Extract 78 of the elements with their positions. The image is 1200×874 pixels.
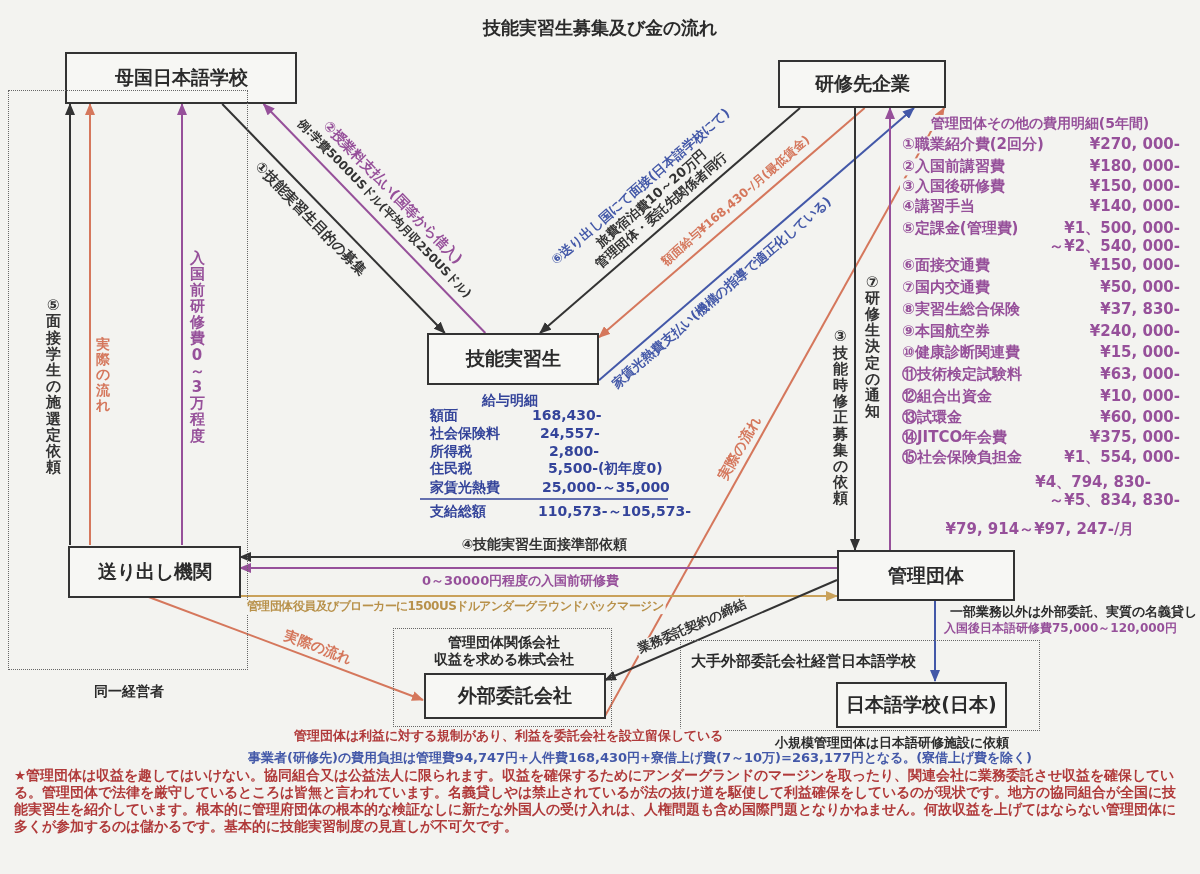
entity-box [424, 673, 606, 719]
cost-amount: ¥37, 830- [1098, 301, 1182, 319]
cost-amount: ¥150, 000- [1087, 178, 1182, 196]
cost-amount: ¥1、500, 000- [1062, 220, 1182, 238]
cost-amount: ¥240, 000- [1087, 323, 1182, 341]
cost-amount: ¥1、554, 000- [1062, 449, 1182, 467]
cost-item: ⑪技術検定試験料 [900, 366, 1024, 384]
payslip-amount: 5,500-(初年度0) [546, 459, 665, 477]
box-label: 送り出し機関 [97, 559, 212, 584]
arrow [65, 103, 75, 546]
payslip-item: 住民税 [428, 459, 474, 477]
arrow [262, 103, 487, 334]
payslip-item: 額面 [428, 406, 460, 424]
cost-item: ⑮社会保険負担金 [900, 449, 1024, 467]
entity-box [68, 546, 241, 598]
cost-amount: ¥180, 000- [1087, 158, 1182, 176]
edge-label: ④技能実習生面接準部依頼 [459, 535, 630, 553]
entity-box [65, 52, 297, 104]
cost-item: ④講習手当 [900, 198, 977, 216]
arrow [598, 107, 915, 382]
edge-label: 管理団体役員及びブローカーに1500USドルアンダーグラウンドバックマージン [244, 600, 666, 614]
cost-amount: ¥60, 000- [1098, 409, 1182, 427]
arrow [177, 103, 187, 546]
cost-item: ⑤定課金(管理費) [900, 220, 1021, 238]
cost-item: ⑬試環金 [900, 409, 964, 427]
payslip-item: 家賃光熱費 [428, 478, 502, 496]
dotted-frame [393, 628, 612, 727]
payslip-item: 所得税 [428, 442, 474, 460]
box-label: 管理団体 [888, 562, 964, 588]
payslip-item: 社会保険料 [428, 424, 502, 442]
cost-amount: ¥15, 000- [1098, 344, 1182, 362]
entity-box [837, 550, 1015, 601]
group-heading: 収益を求める株式会社 [433, 651, 574, 668]
cost-total: ¥4、794, 830- [1033, 474, 1153, 492]
cost-amount: ¥150, 000- [1087, 257, 1182, 275]
group-heading: 管理団体関係会社 [447, 634, 560, 651]
cost-amount: ¥63, 000- [1098, 366, 1182, 384]
side-note: 一部業務以外は外部委託、実質の名義貸し [950, 605, 1197, 620]
cost-item: ③入国後研修費 [900, 178, 1007, 196]
cost-item: ②入国前講習費 [900, 158, 1007, 176]
arrow [930, 600, 940, 682]
edge-label: 入国後日本語研修費75,000～120,000円 [942, 622, 1179, 636]
arrow [598, 107, 866, 339]
cost-item: ⑥面接交通費 [900, 257, 992, 275]
arrow [85, 103, 95, 546]
cost-item: ⑭JITCO年会費 [900, 429, 1010, 447]
dotted-frame [680, 640, 1040, 731]
cost-amount: ¥270, 000- [1087, 136, 1182, 154]
box-label: 外部委託会社 [458, 683, 572, 708]
cost-item: ⑨本国航空券 [900, 323, 992, 341]
cost-item: ⑦国内交通費 [900, 279, 992, 297]
group-heading: 同一経営者 [94, 683, 164, 700]
cost-amount: ¥10, 000- [1098, 388, 1182, 406]
diagram-title: 技能実習生募集及び金の流れ [481, 17, 719, 39]
note-text: 管理団体は利益に対する規制があり、利益を委託会社を設立留保している [291, 728, 725, 744]
entity-box [778, 60, 946, 108]
edge-label: 実際の流れ [94, 335, 112, 415]
cost-amount: ¥50, 000- [1098, 279, 1182, 297]
arrow [221, 103, 446, 334]
edge-label: 入国前研修費0～3万程度 [187, 247, 207, 446]
arrow [539, 107, 801, 334]
cost-amount: ¥140, 000- [1087, 198, 1182, 216]
side-note: 小規模管理団体は日本語研修施設に依頼 [775, 736, 1009, 751]
payslip-item: 支給総額 [428, 502, 488, 520]
cost-item: ⑫組合出資金 [900, 388, 994, 406]
cost-amount: ¥375, 000- [1087, 429, 1182, 447]
arrow [885, 107, 895, 551]
box-label: 技能実習生 [465, 346, 561, 371]
edge-label: 0～30000円程度の入国前研修費 [419, 573, 622, 589]
cost-item: ⑩健康診断関連費 [900, 344, 1022, 362]
arrow [850, 107, 860, 551]
box-label: 母国日本語学校 [114, 65, 248, 90]
cost-item: ①職業紹介費(2回分) [900, 136, 1046, 154]
cost-item: ⑧実習生総合保険 [900, 301, 1022, 319]
box-label: 研修先企業 [814, 71, 910, 96]
entity-box [836, 682, 1007, 728]
entity-box [427, 333, 599, 385]
box-label: 日本語学校(日本) [846, 692, 997, 717]
